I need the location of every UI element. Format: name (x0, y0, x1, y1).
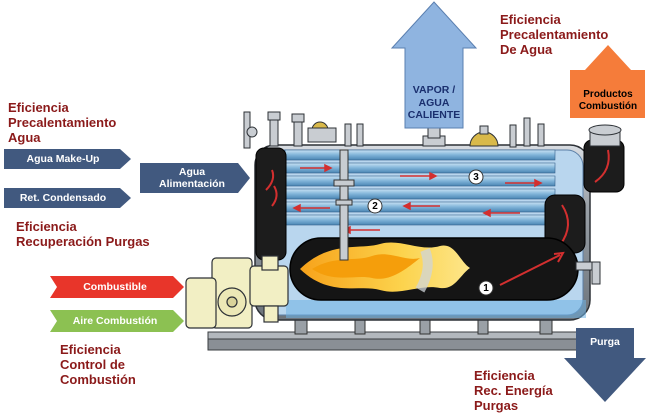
agua-alimentacion-label: Agua Alimentación (159, 166, 225, 190)
front-smokebox (255, 147, 287, 261)
agua-alimentacion-arrow (140, 163, 250, 193)
rear-smokebox-top (583, 139, 625, 193)
pass-3-marker (468, 169, 484, 185)
pass-markers (367, 169, 494, 296)
efficiency-precal-left: Eficiencia Precalentamiento Agua (8, 100, 117, 145)
efficiency-recuperacion-purgas: Eficiencia Recuperación Purgas (16, 219, 150, 249)
fuel-air-arrows (50, 276, 184, 332)
pass-2-number: 2 (372, 200, 378, 212)
combustible-arrow (50, 276, 184, 298)
aire-combustion-arrow (50, 310, 184, 332)
base-skid (207, 331, 597, 351)
agua-makeup-label: Agua Make-Up (26, 153, 100, 165)
pass-1-marker (478, 280, 494, 296)
agua-makeup-arrow (4, 149, 131, 169)
gas-flow-arrows (292, 163, 543, 235)
top-fittings (243, 111, 622, 149)
burner (185, 255, 289, 329)
aire-combustion-label: Aire Combustión (72, 315, 158, 327)
ret-condensado-arrow (4, 188, 131, 208)
productos-label: Productos Combustión (578, 89, 638, 112)
left-input-arrows (4, 149, 250, 208)
pass-3-number: 3 (473, 171, 479, 183)
furnace (289, 237, 579, 301)
pass-2-marker (367, 198, 383, 214)
drain-pipe (575, 261, 601, 285)
pass-1-number: 1 (483, 282, 489, 294)
ret-condensado-label: Ret. Condensado (19, 192, 107, 204)
efficiency-control-combustion: Eficiencia Control de Combustión (60, 342, 136, 387)
vapor-label: VAPOR / AGUA CALIENTE (407, 84, 461, 121)
combustible-label: Combustible (83, 281, 147, 293)
efficiency-precal-right: Eficiencia Precalentamiento De Agua (500, 12, 609, 57)
efficiency-rec-energia-purgas: Eficiencia Rec. Energía Purgas (474, 368, 553, 413)
water-column (333, 149, 355, 261)
purga-arrow (564, 328, 646, 402)
productos-arrow (570, 45, 645, 118)
vapor-arrow (390, 1, 478, 129)
purga-label: Purga (590, 336, 620, 348)
